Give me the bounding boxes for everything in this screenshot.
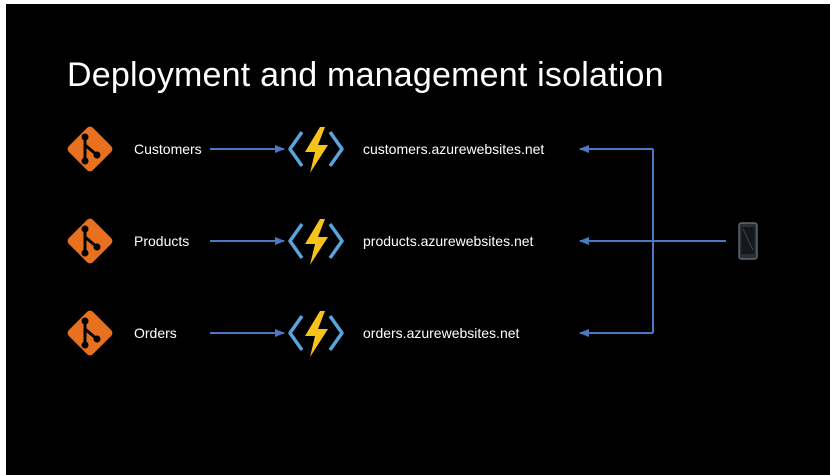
slide: Deployment and management isolation [6, 4, 830, 475]
diagram-row-products [64, 215, 344, 267]
slide-title: Deployment and management isolation [67, 56, 664, 94]
git-icon [64, 307, 116, 359]
repo-label-products: Products [134, 233, 190, 249]
git-icon [64, 123, 116, 175]
diagram-canvas [64, 123, 758, 359]
url-orders: orders.azurewebsites.net [363, 325, 520, 341]
url-customers: customers.azurewebsites.net [363, 141, 545, 157]
azure-functions-icon [288, 217, 344, 267]
client-connector [579, 145, 726, 337]
diagram-row-orders [64, 307, 344, 359]
diagram-row-customers [64, 123, 344, 175]
azure-functions-icon [288, 125, 344, 175]
azure-functions-icon [288, 309, 344, 359]
git-icon [64, 215, 116, 267]
repo-label-customers: Customers [134, 141, 202, 157]
phone-icon [738, 222, 758, 260]
repo-label-orders: Orders [134, 325, 177, 341]
url-products: products.azurewebsites.net [363, 233, 534, 249]
